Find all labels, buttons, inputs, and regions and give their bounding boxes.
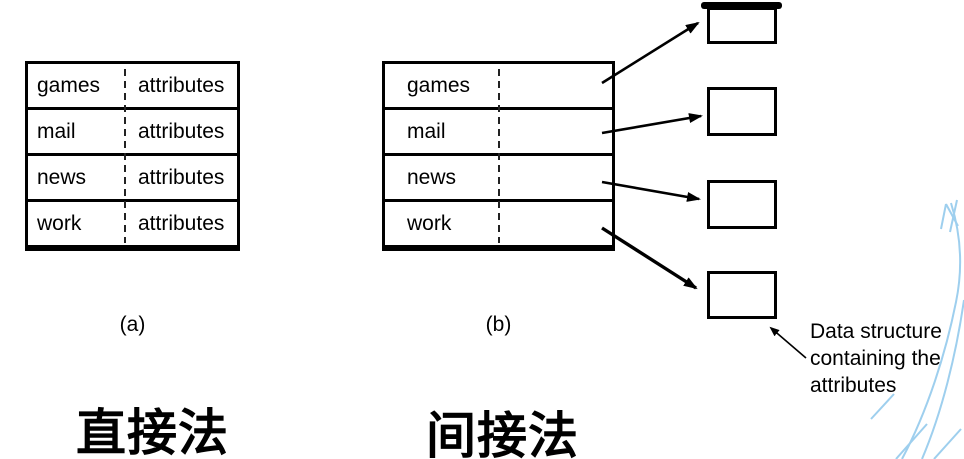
file-name: games	[407, 74, 471, 97]
annotation-data-structure: Data structure containing the attributes	[810, 318, 942, 399]
file-name: news	[407, 166, 457, 189]
attribute-box	[707, 271, 777, 319]
attributes-cell: attributes	[138, 74, 225, 97]
annotation-line: containing the	[810, 347, 941, 370]
attribute-box	[707, 7, 777, 44]
table-row: games attributes	[28, 64, 237, 110]
file-name: work	[37, 212, 82, 235]
caption-a: (a)	[119, 313, 146, 336]
attributes-cell: attributes	[138, 212, 225, 235]
directory-table-indirect: games mail news work	[382, 61, 615, 251]
column-divider-dashed	[498, 69, 500, 243]
arrow-games-to-box	[601, 21, 700, 85]
attributes-cell: attributes	[138, 120, 225, 143]
attribute-box	[707, 87, 777, 136]
caption-b: (b)	[485, 313, 512, 336]
label-direct-method: 直接法	[76, 405, 229, 459]
table-row: work attributes	[28, 202, 237, 248]
table-row: work	[385, 202, 612, 248]
box-top-bar	[701, 2, 782, 9]
directory-table-direct: games attributes mail attributes news at…	[25, 61, 240, 251]
label-indirect-method: 间接法	[426, 408, 579, 459]
annotation-line: attributes	[810, 374, 897, 397]
annotation-line: Data structure	[810, 320, 942, 343]
column-divider-dashed	[124, 69, 126, 243]
file-name: mail	[407, 120, 446, 143]
arrow-news-to-box	[601, 180, 701, 202]
file-name: work	[407, 212, 452, 235]
table-row: mail attributes	[28, 110, 237, 156]
file-name: news	[37, 166, 87, 189]
table-row: news attributes	[28, 156, 237, 202]
file-name: mail	[37, 120, 76, 143]
arrow-mail-to-box	[601, 113, 703, 135]
arrow-annotation-to-box	[769, 326, 807, 359]
attribute-box	[707, 180, 777, 229]
attributes-cell: attributes	[138, 166, 225, 189]
arrow-work-to-box	[601, 226, 698, 290]
file-name: games	[37, 74, 101, 97]
